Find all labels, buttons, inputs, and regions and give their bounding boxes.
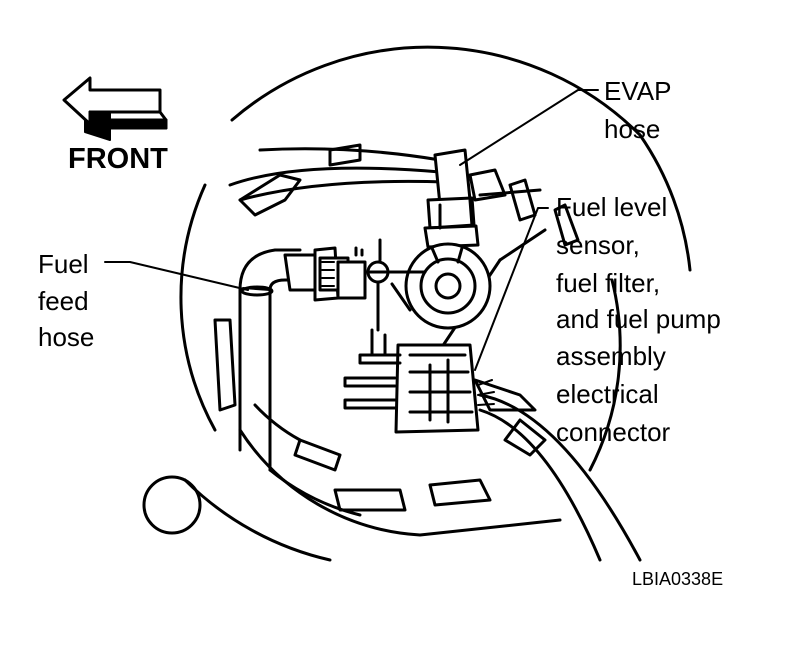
connector-label-line-5: assembly [556, 341, 666, 371]
figure-code: LBIA0338E [632, 569, 724, 589]
leader-fuel-feed-hose [104, 261, 249, 291]
fuel-feed-hose-drawing [238, 238, 427, 472]
fuel-feed-hose-label-line-2: feed [38, 286, 89, 316]
leader-electrical-connector [474, 207, 549, 371]
front-label: FRONT [68, 143, 168, 175]
connector-label-line-2: sensor, [556, 230, 640, 260]
connector-label-line-7: connector [556, 417, 671, 447]
front-arrow-icon [62, 76, 168, 141]
connector-label-line-1: Fuel level [556, 192, 668, 222]
leader-lines [104, 89, 599, 371]
electrical-connector-drawing [343, 328, 642, 562]
fuel-feed-hose-label-line-3: hose [38, 322, 95, 352]
connector-label-line-6: electrical [556, 379, 659, 409]
connector-label-line-3: fuel filter, [556, 268, 661, 298]
fuel-feed-hose-label-line-1: Fuel [38, 249, 89, 279]
evap-hose-label-line-2: hose [604, 114, 661, 144]
pump-outlet-fitting [404, 242, 492, 330]
connector-label-line-4: and fuel pump [556, 304, 721, 334]
tank-outer-rings [179, 45, 692, 562]
tank-bolt-hole [142, 475, 202, 535]
evap-hose-label-line-1: EVAP [604, 76, 672, 106]
leader-evap-hose [459, 89, 599, 166]
evap-hose-drawing [228, 147, 480, 249]
